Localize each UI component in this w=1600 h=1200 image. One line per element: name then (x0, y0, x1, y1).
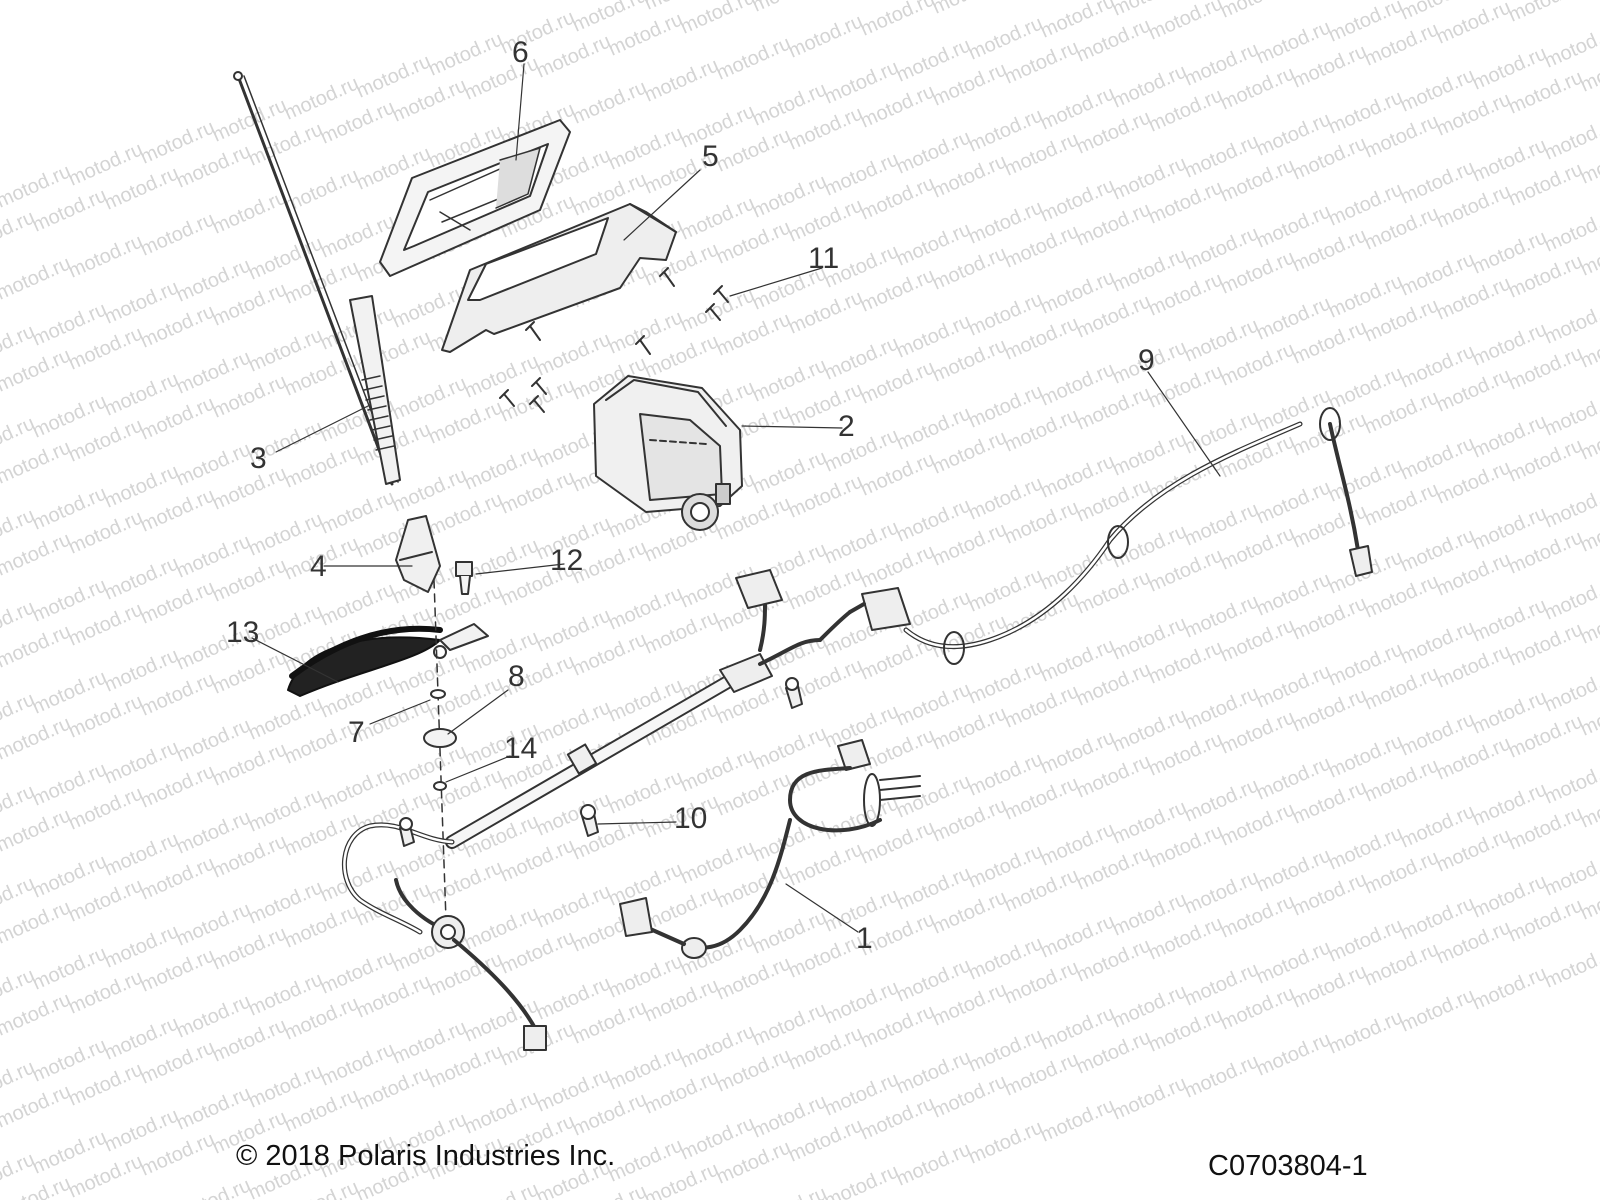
copyright-text: © 2018 Polaris Industries Inc. (236, 1140, 616, 1172)
callout-10: 10 (674, 802, 708, 835)
sub-harness (619, 739, 921, 959)
drawing-number: C0703804-1 (1208, 1150, 1368, 1182)
ground-strap (287, 623, 489, 697)
callout-8: 8 (508, 660, 525, 693)
callout-9: 9 (1138, 344, 1155, 377)
mounting-bracket (441, 203, 677, 353)
callout-4: 4 (310, 550, 327, 583)
display-unit (593, 375, 743, 531)
callout-12: 12 (550, 544, 584, 577)
callout-7: 7 (348, 716, 365, 749)
assembly-line (433, 579, 447, 921)
nut (433, 781, 447, 791)
callout-3: 3 (250, 442, 267, 475)
screws (499, 267, 729, 413)
callout-2: 2 (838, 410, 855, 443)
leader-lines (251, 63, 1221, 933)
callout-14: 14 (504, 732, 538, 765)
callout-13: 13 (226, 616, 260, 649)
callout-1: 1 (856, 922, 873, 955)
main-harness (341, 407, 1373, 1051)
callout-11: 11 (808, 242, 840, 275)
antenna-base (395, 515, 441, 593)
antenna-mast (233, 71, 401, 486)
callout-6: 6 (512, 36, 529, 69)
callout-5: 5 (702, 140, 719, 173)
washer-small (430, 689, 446, 699)
display-bezel (379, 119, 571, 277)
bolt (455, 561, 473, 595)
